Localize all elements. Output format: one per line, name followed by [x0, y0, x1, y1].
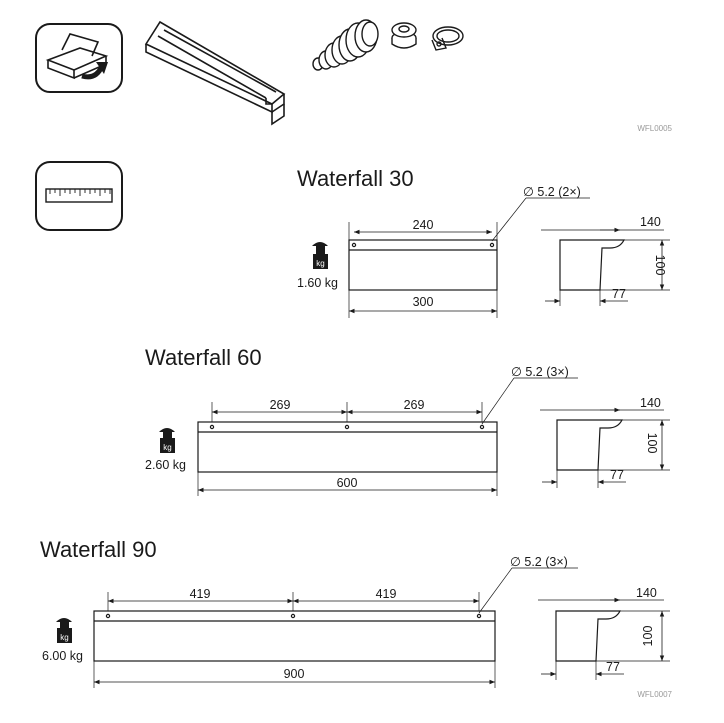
svg-text:kg: kg	[163, 443, 171, 452]
weight-icon: kg	[312, 242, 328, 269]
weight-label: 1.60 kg	[297, 276, 338, 290]
hole-spacing-label: 240	[413, 218, 434, 232]
front-view	[348, 197, 590, 318]
bellows-hose-icon	[312, 19, 379, 71]
hole-spacing-left-label: 419	[190, 587, 211, 601]
weight-label: 2.60 kg	[145, 458, 186, 472]
hole-diameter-label: ∅ 5.2 (2×)	[523, 185, 581, 199]
profile-height-label: 100	[653, 255, 667, 276]
waterfall-90-section: Waterfall 90 kg 6.00 kg 419 419	[40, 537, 670, 688]
weight-icon: kg	[159, 428, 175, 453]
side-profile-view	[538, 597, 670, 680]
hose-clamp-icon	[431, 26, 464, 51]
hole-spacing-right-label: 419	[376, 587, 397, 601]
profile-depth-label: 140	[640, 396, 661, 410]
profile-depth-label: 140	[640, 215, 661, 229]
front-view	[197, 377, 578, 496]
waterfall-90-title: Waterfall 90	[40, 537, 157, 562]
hole-spacing-right-label: 269	[404, 398, 425, 412]
weight-label: 6.00 kg	[42, 649, 83, 663]
hole-diameter-label: ∅ 5.2 (3×)	[511, 365, 569, 379]
profile-lip-label: 77	[610, 468, 624, 482]
weight-icon: kg	[56, 618, 72, 643]
end-cap-icon	[391, 22, 417, 49]
figure-code-bottom: WFL0007	[637, 690, 672, 699]
waterfall-60-section: Waterfall 60 kg 2.60 kg 269 269	[145, 345, 670, 496]
front-view	[93, 567, 578, 688]
profile-height-label: 100	[641, 626, 655, 647]
waterfall-30-section: Waterfall 30 kg 1.60 kg 240 300 ∅ 5.2 (2…	[297, 166, 670, 318]
measuring-tape-icon	[35, 161, 123, 231]
svg-text:kg: kg	[60, 633, 68, 642]
svg-text:kg: kg	[316, 259, 324, 268]
waterfall-30-title: Waterfall 30	[297, 166, 414, 191]
length-label: 900	[284, 667, 305, 681]
hole-spacing-left-label: 269	[270, 398, 291, 412]
figure-code-top: WFL0005	[637, 124, 672, 133]
waterfall-unit-illustration	[144, 20, 286, 126]
profile-depth-label: 140	[636, 586, 657, 600]
waterfall-60-title: Waterfall 60	[145, 345, 262, 370]
length-label: 600	[337, 476, 358, 490]
unpack-icon	[35, 23, 123, 93]
profile-lip-label: 77	[612, 287, 626, 301]
side-profile-view	[540, 407, 670, 488]
length-label: 300	[413, 295, 434, 309]
hole-diameter-label: ∅ 5.2 (3×)	[510, 555, 568, 569]
side-profile-view	[541, 227, 670, 306]
profile-height-label: 100	[645, 433, 659, 454]
profile-lip-label: 77	[606, 660, 620, 674]
